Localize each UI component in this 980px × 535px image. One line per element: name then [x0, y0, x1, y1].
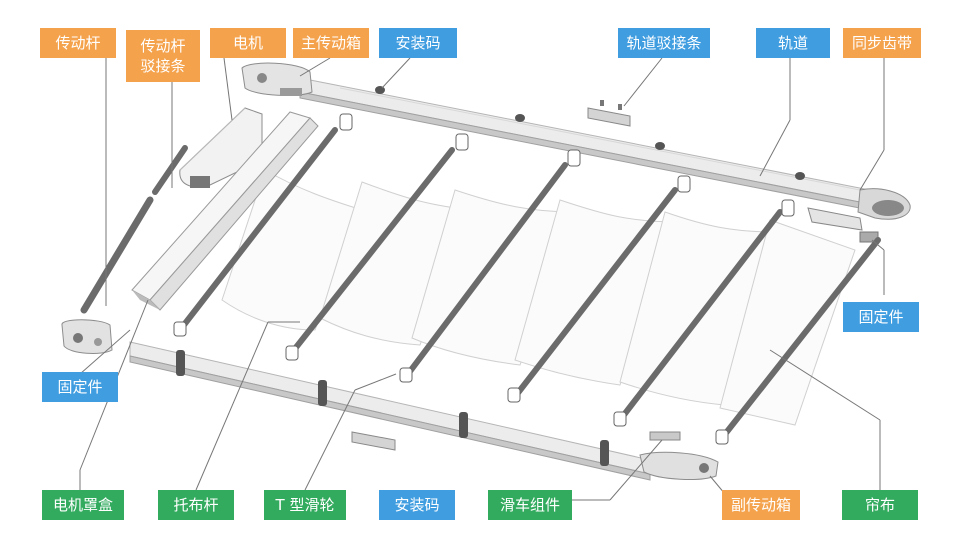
- label-main-gearbox: 主传动箱: [293, 28, 369, 58]
- label-support-rod-text: 托布杆: [173, 496, 219, 514]
- label-install-code-top: 安装码: [379, 28, 457, 58]
- label-drive-rod-text: 传动杆: [55, 34, 101, 52]
- label-rail-connector-text: 轨道驳接条: [626, 34, 702, 52]
- label-curtain-fabric-text: 帘布: [864, 496, 895, 514]
- label-rail: 轨道: [756, 28, 830, 58]
- label-drive-rod-connector-line2: 驳接条: [140, 57, 186, 75]
- label-secondary-gearbox-text: 副传动箱: [730, 496, 791, 514]
- label-t-pulley: T 型滑轮: [264, 490, 346, 520]
- label-drive-rod-connector: 传动杆 驳接条: [126, 30, 200, 82]
- rail-connector-part: [587, 100, 631, 127]
- support-rods: [177, 127, 881, 441]
- fabric-panel-6: [719, 219, 856, 426]
- support-rod-6: [719, 237, 881, 441]
- support-rod-4: [511, 187, 678, 401]
- label-fixing-right: 固定件: [843, 302, 919, 332]
- label-secondary-gearbox: 副传动箱: [722, 490, 800, 520]
- label-support-rod: 托布杆: [158, 490, 234, 520]
- label-motor-text: 电机: [232, 34, 263, 52]
- label-fixing-left: 固定件: [42, 372, 118, 402]
- top-install-codes: [375, 86, 805, 180]
- fabric-panel-1: [221, 169, 363, 331]
- label-timing-belt-text: 同步齿带: [851, 34, 912, 52]
- label-curtain-fabric: 帘布: [842, 490, 918, 520]
- label-fixing-right-text: 固定件: [858, 308, 904, 326]
- label-motor-cover-text: 电机罩盒: [52, 496, 113, 514]
- label-motor: 电机: [210, 28, 286, 58]
- bottom-install-codes: [176, 350, 609, 466]
- label-drive-rod-connector-line1: 传动杆: [140, 37, 186, 55]
- drive-rod-drawing: [80, 145, 188, 314]
- motor-cover-drawing: [131, 111, 319, 311]
- label-trolley-assembly-text: 滑车组件: [499, 496, 560, 514]
- label-main-gearbox-text: 主传动箱: [300, 34, 361, 52]
- label-motor-cover: 电机罩盒: [42, 490, 124, 520]
- right-fixing-drawing: [807, 207, 879, 243]
- timing-belt-end-cap: [857, 188, 911, 220]
- label-t-pulley-text: T 型滑轮: [275, 496, 335, 514]
- label-fixing-left-text: 固定件: [57, 378, 103, 396]
- t-pulley-part: [351, 431, 396, 451]
- label-rail-connector: 轨道驳接条: [618, 28, 710, 58]
- label-trolley-assembly: 滑车组件: [488, 490, 572, 520]
- label-install-code-bottom: 安装码: [379, 490, 455, 520]
- left-fixing-drawing: [61, 319, 113, 354]
- rod-end-caps: [173, 113, 795, 445]
- secondary-gearbox-drawing: [639, 431, 719, 480]
- bottom-rail: [129, 341, 651, 481]
- support-rod-2: [287, 147, 455, 358]
- support-rod-1: [177, 127, 338, 333]
- label-drive-rod: 传动杆: [40, 28, 116, 58]
- label-install-code-bottom-text: 安装码: [394, 496, 440, 514]
- label-rail-text: 轨道: [777, 34, 808, 52]
- label-install-code-top-text: 安装码: [395, 34, 441, 52]
- support-rod-3: [402, 162, 568, 381]
- support-rod-5: [617, 209, 783, 423]
- label-timing-belt: 同步齿带: [843, 28, 921, 58]
- main-gearbox-drawing: [241, 62, 313, 96]
